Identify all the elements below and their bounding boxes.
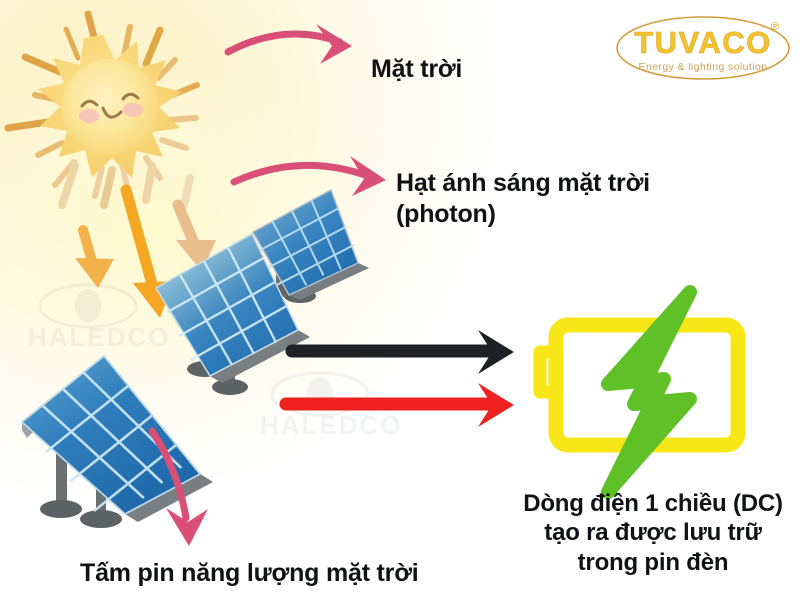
smiling-sun-icon [4, 10, 200, 199]
logo-tagline: Energy & lighting solution [639, 61, 768, 73]
svg-text:HALEDCO: HALEDCO [28, 322, 171, 352]
watermark-haledco-icon: HALEDCO [28, 283, 171, 352]
label-sun: Mặt trời [371, 55, 463, 83]
tuvaco-logo-icon: TUVACO ® Energy & lighting solution [616, 16, 790, 80]
svg-text:HALEDCO: HALEDCO [260, 410, 403, 440]
battery-with-bolt-icon [533, 285, 746, 499]
sun-cheek-right-icon [123, 103, 143, 117]
black-flow-arrow-icon [285, 330, 514, 374]
logo-wordmark: TUVACO [634, 25, 772, 60]
solar-panel-icon [154, 232, 310, 395]
label-photon: Hạt ánh sáng mặt trời (photon) [396, 169, 650, 228]
lightning-bolt-icon [601, 285, 697, 499]
label-battery-storage: Dòng điện 1 chiều (DC) tạo ra được lưu t… [523, 490, 783, 576]
pink-curve-arrow-sun-icon [224, 24, 352, 64]
tuvaco-logo: TUVACO ® Energy & lighting solution [613, 8, 793, 94]
solar-panel-icon [251, 188, 369, 303]
pink-curve-arrow-photon-icon [230, 156, 386, 196]
logo-registered-mark: ® [771, 21, 779, 33]
red-flow-arrow-icon [279, 383, 514, 427]
pink-curve-arrow-panel-icon [148, 427, 208, 546]
light-ray-arrows-icon [58, 161, 216, 318]
label-solar-panel: Tấm pin năng lượng mặt trời [80, 559, 419, 587]
watermark: HALEDCO [26, 282, 216, 359]
sun-smile-icon [101, 106, 123, 119]
sun-cheek-left-icon [79, 109, 99, 123]
sun-eye-right-icon [121, 92, 140, 101]
sun-eye-left-icon [80, 99, 99, 108]
